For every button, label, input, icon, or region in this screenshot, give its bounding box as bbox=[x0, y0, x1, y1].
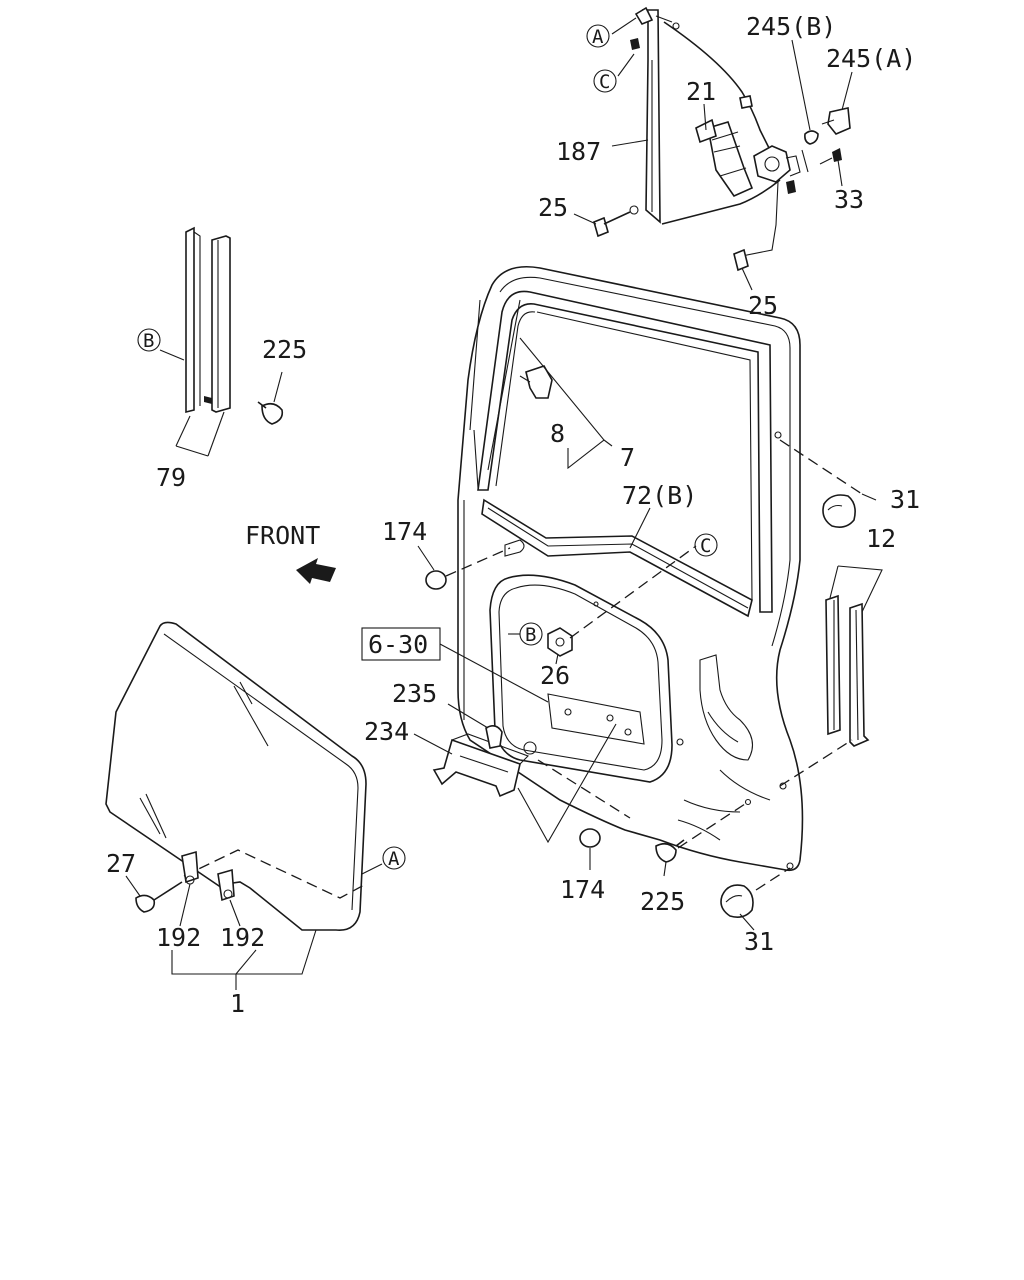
fasteners bbox=[425, 365, 856, 918]
door-glass bbox=[105, 621, 367, 931]
callout-234: 234 bbox=[364, 717, 409, 746]
callout-21: 21 bbox=[686, 77, 716, 106]
front-arrow-icon bbox=[296, 558, 336, 584]
callout-31-top: 31 bbox=[890, 485, 920, 514]
ref-box-6-30 bbox=[361, 627, 441, 661]
ref-marker-c-door: C bbox=[694, 533, 718, 557]
bracket-assembly bbox=[432, 724, 529, 798]
callout-27: 27 bbox=[106, 849, 136, 878]
callout-235: 235 bbox=[392, 679, 437, 708]
callout-79: 79 bbox=[156, 463, 186, 492]
ref-marker-b-channel: B bbox=[137, 328, 161, 352]
ref-marker-c-top: C bbox=[593, 69, 617, 93]
callout-12: 12 bbox=[866, 524, 896, 553]
reference-markers: A C B C B A bbox=[137, 24, 718, 870]
callout-33: 33 bbox=[834, 185, 864, 214]
callout-174-bottom: 174 bbox=[560, 875, 605, 904]
front-label: FRONT bbox=[245, 521, 320, 550]
callout-174-top: 174 bbox=[382, 517, 427, 546]
callout-72b: 72(B) bbox=[622, 481, 697, 510]
callout-245b: 245(B) bbox=[746, 12, 836, 41]
ref-marker-a-glass: A bbox=[382, 846, 406, 870]
ref-letter: A bbox=[388, 848, 400, 870]
callout-25-left: 25 bbox=[538, 193, 568, 222]
rear-channel bbox=[825, 594, 870, 747]
callout-7: 7 bbox=[620, 443, 635, 472]
callout-225-top: 225 bbox=[262, 335, 307, 364]
callout-245a: 245(A) bbox=[826, 44, 916, 73]
glass-run-channel bbox=[185, 226, 284, 425]
ref-marker-b-door: B bbox=[519, 622, 543, 646]
door-panel bbox=[457, 266, 804, 872]
ref-letter: B bbox=[143, 330, 154, 352]
front-direction-indicator: FRONT bbox=[245, 521, 336, 584]
leader-lines bbox=[125, 17, 883, 990]
ref-letter: C bbox=[700, 535, 711, 557]
callout-26: 26 bbox=[540, 661, 570, 690]
callout-6-30: 6-30 bbox=[368, 630, 428, 659]
ref-marker-a-top: A bbox=[586, 24, 610, 48]
callout-labels: 245(B) 245(A) 21 187 33 25 25 225 79 8 7… bbox=[106, 12, 920, 1018]
ref-letter: C bbox=[599, 71, 610, 93]
ref-letter: A bbox=[592, 26, 604, 48]
callout-25-bottom: 25 bbox=[748, 291, 778, 320]
callout-225-bottom: 225 bbox=[640, 887, 685, 916]
callout-31-bottom: 31 bbox=[744, 927, 774, 956]
ref-letter: B bbox=[525, 624, 536, 646]
callout-192-right: 192 bbox=[220, 923, 265, 952]
callout-192-left: 192 bbox=[156, 923, 201, 952]
callout-187: 187 bbox=[556, 137, 601, 166]
callout-1: 1 bbox=[230, 989, 245, 1018]
window-regulator bbox=[593, 6, 851, 272]
callout-8: 8 bbox=[550, 419, 565, 448]
